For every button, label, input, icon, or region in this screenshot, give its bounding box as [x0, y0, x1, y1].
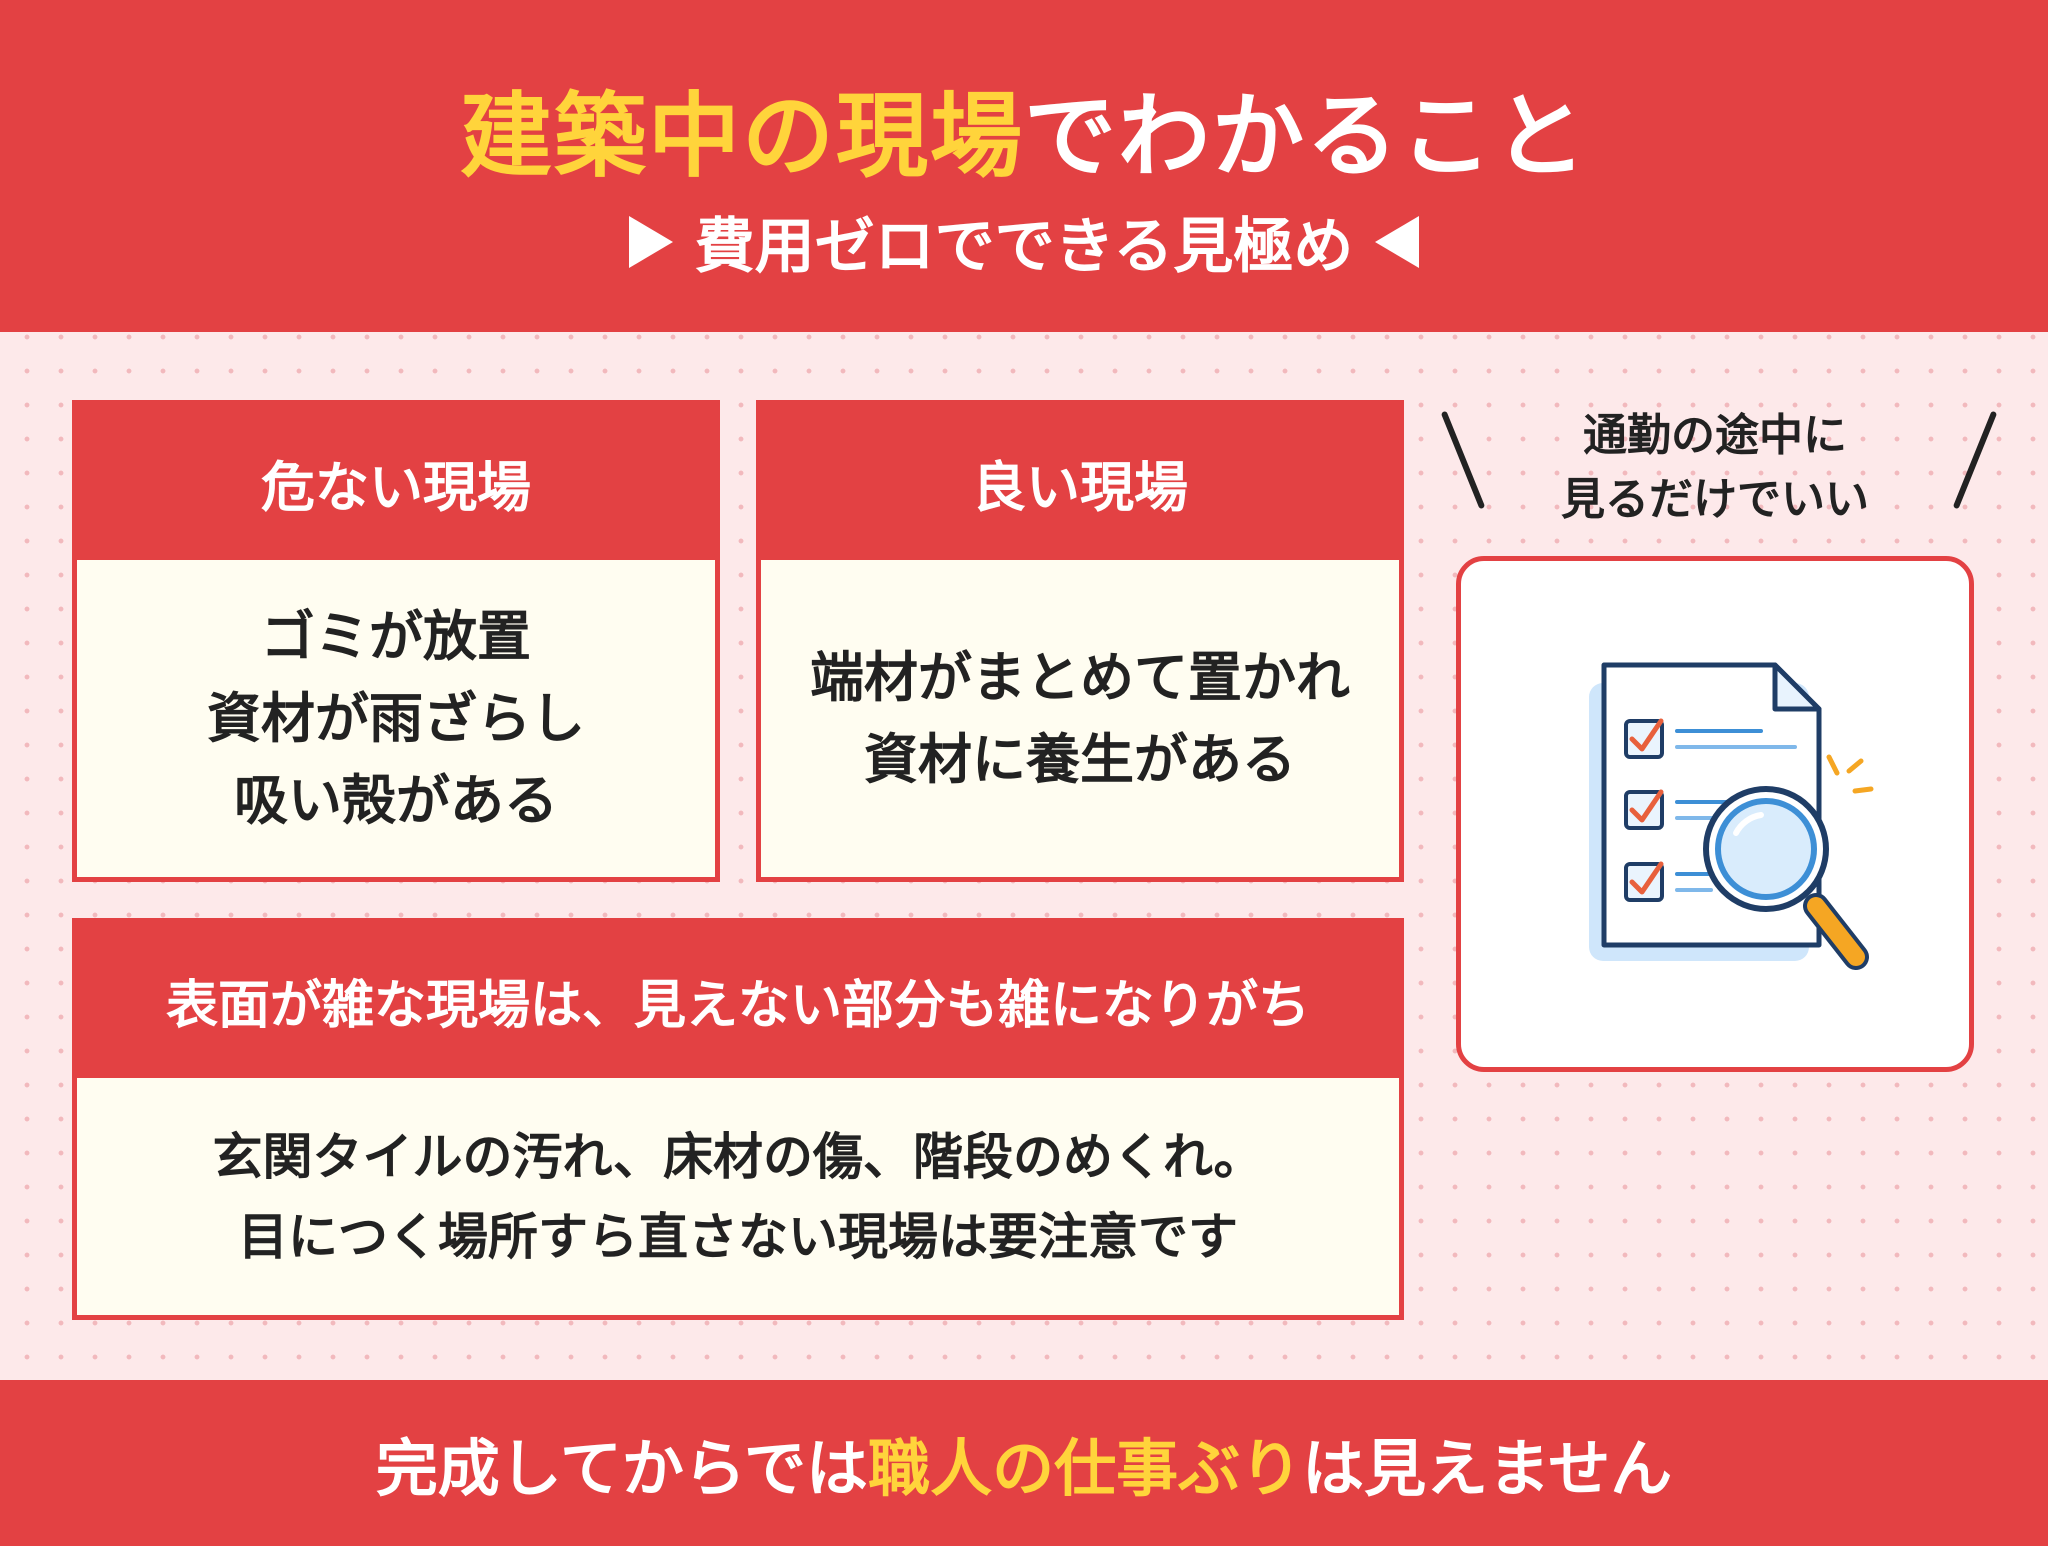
caption-line: 見るだけでいい [1561, 474, 1869, 525]
sloppy-site-title: 表面が雑な現場は、見えない部分も雑になりがち [77, 923, 1399, 1078]
checklist-magnifier-icon [1589, 662, 1874, 970]
caption-line: 通勤の途中に [1583, 410, 1847, 461]
side-caption: 通勤の途中に 見るだけでいい [1420, 404, 2010, 532]
page-title: 建築中の現場でわかること [0, 62, 2048, 195]
footer-banner: 完成してからでは職人の仕事ぶりは見えません [0, 1380, 2048, 1546]
triangle-left-icon [1375, 215, 1420, 268]
danger-line: 資材が雨ざらし [207, 686, 585, 750]
title-highlight: 建築中の現場 [459, 83, 1024, 190]
danger-line: 吸い殻がある [234, 768, 558, 832]
good-line: 資材に養生がある [864, 727, 1296, 791]
good-line: 端材がまとめて置かれ [810, 645, 1350, 709]
sloppy-site-card: 表面が雑な現場は、見えない部分も雑になりがち 玄関タイルの汚れ、床材の傷、階段の… [72, 918, 1404, 1320]
title-rest: でわかること [1024, 83, 1589, 190]
sloppy-site-body: 玄関タイルの汚れ、床材の傷、階段のめくれ。 目につく場所すら直さない現場は要注意… [77, 1078, 1399, 1315]
triangle-right-icon [628, 215, 673, 268]
footer-text-after: は見えません [1302, 1432, 1673, 1505]
footer-text-before: 完成してからでは [375, 1432, 869, 1505]
footer-highlight: 職人の仕事ぶり [868, 1432, 1303, 1505]
subtitle-text: 費用ゼロでできる見極め [694, 212, 1354, 282]
page-subtitle: 費用ゼロでできる見極め [0, 198, 2048, 285]
danger-site-body: ゴミが放置 資材が雨ざらし 吸い殻がある [77, 560, 715, 877]
header-banner: 建築中の現場でわかること 費用ゼロでできる見極め [0, 0, 2048, 332]
danger-site-card: 危ない現場 ゴミが放置 資材が雨ざらし 吸い殻がある [72, 400, 720, 882]
good-site-title: 良い現場 [761, 405, 1399, 560]
danger-site-title: 危ない現場 [77, 405, 715, 560]
good-site-body: 端材がまとめて置かれ 資材に養生がある [761, 560, 1399, 877]
sloppy-line: 玄関タイルの汚れ、床材の傷、階段のめくれ。 [212, 1127, 1264, 1186]
illustration-box [1456, 556, 1974, 1072]
sloppy-line: 目につく場所すら直さない現場は要注意です [238, 1207, 1238, 1266]
danger-line: ゴミが放置 [261, 604, 531, 668]
good-site-card: 良い現場 端材がまとめて置かれ 資材に養生がある [756, 400, 1404, 882]
